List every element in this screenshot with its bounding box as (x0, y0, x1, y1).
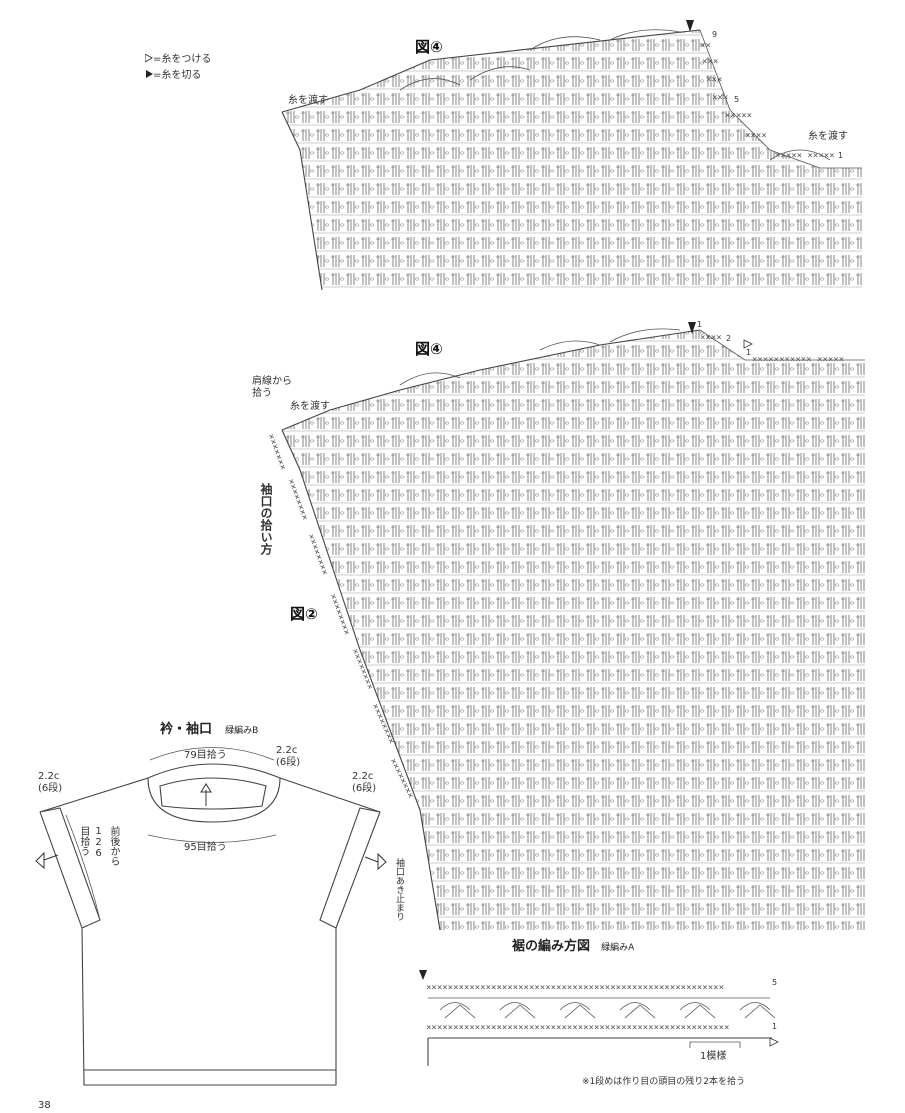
schematic-title-text: 衿・袖口 (160, 722, 213, 737)
top-pass-yarn-right: 糸を渡す (808, 131, 848, 142)
right-depth-line1: 2.2c (352, 771, 374, 782)
svg-text:××: ×× (700, 41, 711, 51)
left-depth-line2: (6段) (38, 783, 63, 794)
hem-attach-marker-icon (769, 1037, 779, 1047)
top-chart-diagram: ×× ××× ××× ××× ××××× ×××× ××××× ××××× (281, 20, 862, 291)
hem-row-label-5: 5 (772, 978, 778, 987)
from-shoulder-label: 肩線から 拾う (252, 376, 292, 400)
attach-symbol-icon (145, 54, 153, 63)
neck-top-label: 79目拾う (184, 750, 227, 761)
legend-cut: =糸を切る (146, 68, 211, 84)
top-row-label-9: 9 (712, 30, 718, 39)
top-chart-figure-label: 図④ (415, 38, 443, 56)
svg-text:×××: ××× (712, 93, 728, 103)
right-sleeve-arrow-icon (377, 852, 387, 871)
svg-text:××××××××××××××××××××××××××××××: ××××××××××××××××××××××××××××××××××××××××… (426, 1023, 729, 1033)
neck-depth-line1: 2.2c (276, 745, 298, 756)
main-chart-figure-label: 図④ (415, 340, 443, 358)
page-number: 38 (38, 1100, 51, 1111)
left-depth-line1: 2.2c (38, 771, 60, 782)
legend: =糸をつける =糸を切る (145, 52, 211, 84)
svg-text:×××: ××× (706, 75, 722, 85)
cut-symbol-icon (146, 70, 153, 78)
svg-text:×××××: ××××× (725, 111, 752, 121)
hem-chart-title-text: 裾の編み方図 (512, 939, 591, 954)
hem-note: ※1段めは作り目の頭目の残り2本を拾う (582, 1077, 745, 1087)
svg-text:×××: ××× (702, 57, 718, 67)
hem-cut-marker-icon (419, 970, 427, 980)
sleeve-pickup-col1: 前後から (108, 826, 119, 866)
right-depth-line2: (6段) (352, 783, 377, 794)
schematic-subtitle: 緑編みB (225, 726, 259, 736)
figure2-label: 図② (290, 605, 318, 623)
left-sleeve-arrow-icon (35, 851, 45, 870)
top-pass-yarn-left: 糸を渡す (288, 95, 328, 106)
neck-bottom-label: 95目拾う (184, 842, 227, 853)
main-row-marker-3: 1 (746, 348, 752, 357)
main-pass-yarn: 糸を渡す (290, 401, 330, 412)
hem-chart-title: 裾の編み方図 緑編みA (512, 935, 634, 954)
main-row-marker-2: 2 (726, 334, 732, 343)
sleeve-pickup-col2: 126 (93, 826, 104, 859)
svg-text:××××: ×××× (700, 333, 722, 343)
svg-text:××××: ×××× (745, 131, 767, 141)
sleeve-pickup-count: 前後から 126 目拾う (76, 826, 121, 866)
right-depth-label: 2.2c (6段) (352, 771, 376, 795)
hem-row-label-1: 1 (772, 1022, 778, 1031)
neck-depth-label: 2.2c (6段) (276, 745, 300, 769)
svg-text:××××× ×××××: ××××× ××××× (775, 151, 835, 161)
main-attach-marker-icon (743, 339, 753, 349)
legend-attach: =糸をつける (145, 52, 211, 68)
schematic-title: 衿・袖口 緑編みB (160, 718, 258, 737)
main-row-marker-1: 1 (697, 320, 703, 329)
svg-text:××××××××××××××××××××××××××××××: ××××××××××××××××××××××××××××××××××××××××… (426, 983, 724, 993)
hem-chart-subtitle: 緑編みA (601, 943, 635, 953)
svg-text:××××××××××× ×××××: ××××××××××× ××××× (752, 355, 844, 365)
neck-arrow-icon (200, 783, 212, 793)
cut-marker-icon (686, 20, 694, 32)
sleeve-pickup-col3: 目拾う (78, 826, 89, 856)
hem-repeat-label: 1模様 (700, 1051, 727, 1062)
left-depth-label: 2.2c (6段) (38, 771, 62, 795)
top-row-label-1: 1 (838, 151, 844, 160)
sleeve-pickup-label: 袖口の拾い方 (259, 483, 273, 555)
neck-depth-line2: (6段) (276, 757, 301, 768)
from-shoulder-line2: 拾う (252, 388, 272, 399)
main-cut-marker-icon (688, 322, 696, 334)
from-shoulder-line1: 肩線から (252, 376, 292, 387)
sleeve-opening-end-label: 袖口あき止まり (394, 858, 404, 921)
top-row-label-5: 5 (734, 95, 740, 104)
